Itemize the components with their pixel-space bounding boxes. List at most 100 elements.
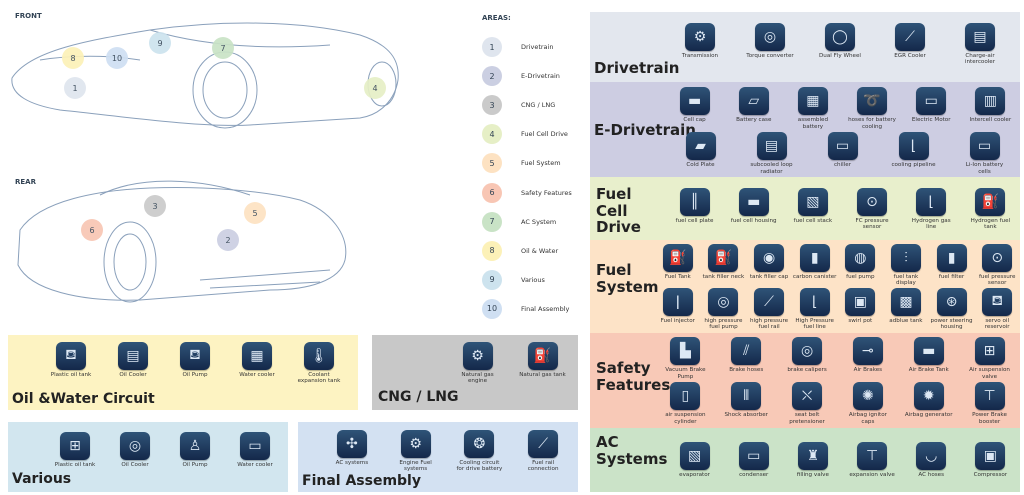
component-item[interactable]: ⚙Transmission — [676, 22, 724, 66]
component-item[interactable]: ▙Vacuum Brake Pump — [661, 337, 709, 380]
car-area-badge-10[interactable]: 10 — [106, 47, 128, 69]
car-area-badge-9[interactable]: 9 — [149, 32, 171, 54]
component-item[interactable]: ⫽Brake hoses — [722, 337, 770, 380]
component-item[interactable]: ⛽Fuel Tank — [655, 243, 701, 287]
component-item[interactable]: ▤subcooled loop radiator — [748, 132, 796, 175]
component-item[interactable]: ▰Cold Plate — [677, 132, 725, 175]
filling-valve-icon: ♜ — [797, 441, 828, 470]
component-item[interactable]: ▭Electric Motor — [907, 87, 955, 130]
component-item[interactable]: ◎Oil Cooler — [111, 431, 159, 468]
component-item[interactable]: ⫶fuel tank display — [883, 243, 929, 287]
component-item[interactable]: ◎Torque converter — [746, 22, 794, 66]
engine-icon: ⚙ — [400, 429, 431, 458]
component-item[interactable]: ❂Cooling circuit for drive battery — [455, 429, 503, 473]
component-item[interactable]: ✹Airbag generator — [905, 382, 953, 425]
filler-cap-icon: ◉ — [754, 243, 785, 272]
component-item[interactable]: ⌊Hydrogen gas line — [907, 187, 955, 231]
component-item[interactable]: ▭condenser — [730, 441, 778, 478]
component-item[interactable]: ◎brake calipers — [783, 337, 831, 380]
component-item[interactable]: ▧fuel cell stack — [789, 187, 837, 231]
component-item[interactable]: ▬fuel cell housing — [730, 187, 778, 231]
torque-converter-icon: ◎ — [755, 22, 785, 51]
component-item[interactable]: ◍fuel pump — [838, 243, 884, 287]
component-item[interactable]: ⟋high pressure fuel rail — [746, 287, 792, 331]
component-item[interactable]: ▤Charge-air intercooler — [956, 22, 1004, 66]
component-label: assembled battery — [797, 117, 829, 130]
component-item[interactable]: ◉tank filler cap — [746, 243, 792, 287]
component-item[interactable]: ▭Li-Ion battery cells — [961, 132, 1009, 175]
component-item[interactable]: ➰hoses for battery cooling — [848, 87, 896, 130]
component-item[interactable]: ⊤Power Brake booster — [966, 382, 1014, 425]
component-item[interactable]: ▦Water cooler — [233, 341, 281, 385]
car-area-badge-1[interactable]: 1 — [64, 77, 86, 99]
component-item[interactable]: 🌡Coolant expansion tank — [295, 341, 343, 385]
component-item[interactable]: ♙Oil Pump — [171, 431, 219, 468]
component-item[interactable]: ▣Compressor — [966, 441, 1014, 478]
component-item[interactable]: ║fuel cell plate — [671, 187, 719, 231]
car-area-badge-7[interactable]: 7 — [212, 37, 234, 59]
component-item[interactable]: ⟋Fuel rail connection — [519, 429, 567, 473]
component-label: servo oil reservoir — [984, 317, 1010, 330]
intercell-cooler-icon: ▥ — [975, 87, 1006, 116]
car-area-badge-2[interactable]: 2 — [217, 229, 239, 251]
component-item[interactable]: ⊙FC pressure sensor — [848, 187, 896, 231]
component-item[interactable]: ▯air suspension cylinder — [661, 382, 709, 425]
hp-pump-icon: ◎ — [708, 287, 739, 316]
component-item[interactable]: ⌊High Pressure fuel line — [792, 287, 838, 331]
car-area-badge-4[interactable]: 4 — [364, 77, 386, 99]
component-item[interactable]: ▥Intercell cooler — [966, 87, 1014, 130]
component-item[interactable]: ⊛power steering housing — [929, 287, 975, 331]
injector-icon: ǀ — [662, 287, 693, 316]
component-item[interactable]: ⛾Oil Pump — [171, 341, 219, 385]
component-item[interactable]: ⚙Natural gas engine — [454, 341, 502, 385]
component-item[interactable]: ⚙Engine Fuel systems — [392, 429, 440, 473]
component-item[interactable]: ◎high pressure fuel pump — [701, 287, 747, 331]
car-area-badge-5[interactable]: 5 — [244, 202, 266, 224]
component-item[interactable]: ▭chiller — [819, 132, 867, 175]
component-label: air suspension cylinder — [665, 412, 706, 425]
icon-row: ▙Vacuum Brake Pump ⫽Brake hoses ◎brake cal… — [655, 337, 1020, 380]
component-item[interactable]: ▧evaporator — [671, 441, 719, 478]
area-label: Fuel System — [521, 159, 561, 168]
component-item[interactable]: ▩adblue tank — [883, 287, 929, 331]
component-item[interactable]: ◯Dual Fly Wheel — [816, 22, 864, 66]
component-item[interactable]: ⟋EGR Cooler — [886, 22, 934, 66]
component-item[interactable]: ✣AC systems — [328, 429, 376, 473]
component-item[interactable]: ▭Water cooler — [231, 431, 279, 468]
component-item[interactable]: ⊙fuel pressure sensor — [974, 243, 1020, 287]
car-area-badge-6[interactable]: 6 — [81, 219, 103, 241]
component-item[interactable]: ⌊cooling pipeline — [890, 132, 938, 175]
component-item[interactable]: ⛾servo oil reservoir — [974, 287, 1020, 331]
component-item[interactable]: ⊞Plastic oil tank — [51, 431, 99, 468]
component-item[interactable]: ⊸Air Brakes — [844, 337, 892, 380]
section-title: Drivetrain — [594, 59, 680, 77]
component-item[interactable]: ⊞Air suspension valve — [966, 337, 1014, 380]
car-area-badge-8[interactable]: 8 — [62, 47, 84, 69]
component-item[interactable]: ⊤expansion valve — [848, 441, 896, 478]
component-item[interactable]: ⛽tank filler neck — [701, 243, 747, 287]
component-label: fuel pump — [846, 273, 875, 280]
component-item[interactable]: ▤Oil Cooler — [109, 341, 157, 385]
component-item[interactable]: ⛾Plastic oil tank — [47, 341, 95, 385]
component-item[interactable]: ▬Cell cap — [671, 87, 719, 130]
component-item[interactable]: ⛽Hydrogen fuel tank — [966, 187, 1014, 231]
component-item[interactable]: ✺Airbag ignitor caps — [844, 382, 892, 425]
component-item[interactable]: ⛽Natural gas tank — [519, 341, 567, 385]
car-area-badge-3[interactable]: 3 — [144, 195, 166, 217]
component-item[interactable]: ⦀Shock absorber — [722, 382, 770, 425]
component-item[interactable]: ▦assembled battery — [789, 87, 837, 130]
component-item[interactable]: ♜filling valve — [789, 441, 837, 478]
component-item[interactable]: ▣swirl pot — [838, 287, 884, 331]
component-item[interactable]: ⛌seat belt pretensioner — [783, 382, 831, 425]
display-icon: ⫶ — [890, 243, 921, 272]
rear-view-label: REAR — [15, 178, 36, 186]
expansion-valve-icon: ⊤ — [857, 441, 888, 470]
component-item[interactable]: ▮fuel filter — [929, 243, 975, 287]
component-item[interactable]: ▮carbon canister — [792, 243, 838, 287]
component-item[interactable]: ▱Battery case — [730, 87, 778, 130]
component-item[interactable]: ◡AC hoses — [907, 441, 955, 478]
component-item[interactable]: ▬Air Brake Tank — [905, 337, 953, 380]
